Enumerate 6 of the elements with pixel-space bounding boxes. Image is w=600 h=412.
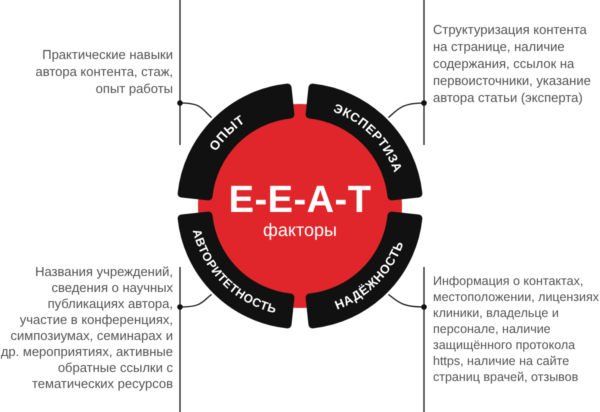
description-text: Названия учреждений, сведения о научных публикациях автора, участие в конференциях, симпозиумах, семинарах и др. мероприятиях, активные обратные ссылки с тематических ресурсов	[0, 264, 180, 392]
description-text: Структуризация контента на странице, наличие содержания, ссылок на первоисточники, указание автора статьи (эксперта)	[424, 21, 600, 106]
description-text: Практические навыки автора контента, стаж, опыт работы	[15, 46, 180, 97]
hub-title: E-E-A-T	[228, 180, 372, 220]
description-text: Информация о контактах, местоположении, лицензиях клиники, владельце и персонале, наличие защищённого протокола https, наличие на сайте страниц врачей, отзывов	[424, 273, 600, 385]
leader-line	[177, 100, 212, 118]
